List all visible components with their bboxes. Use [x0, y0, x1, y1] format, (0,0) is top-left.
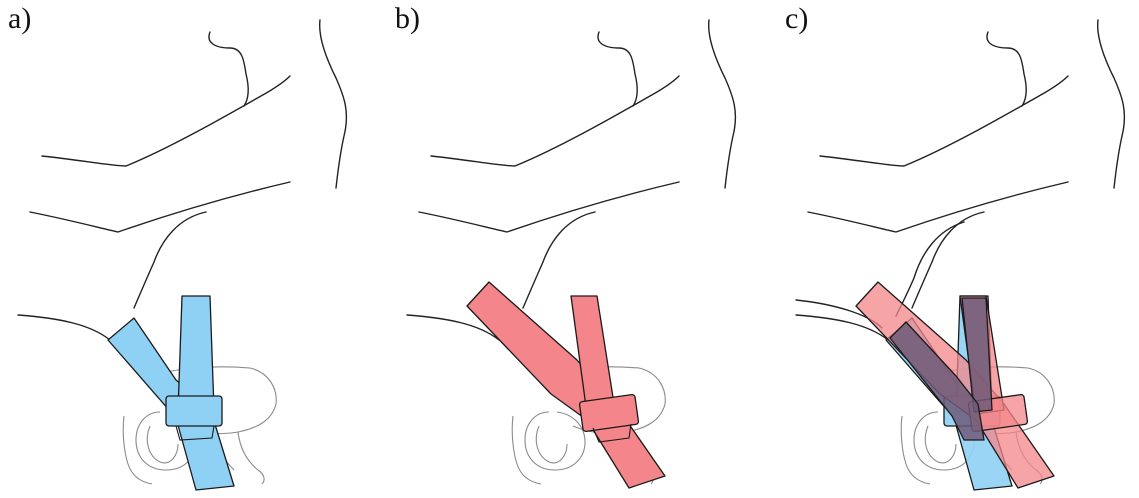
body-outline: [18, 20, 346, 340]
seatbelt-b: [467, 282, 665, 488]
panel-b: [407, 20, 735, 488]
panel-a: [18, 20, 346, 490]
panel-c: [796, 20, 1124, 490]
belt-buckle: [166, 396, 222, 426]
body-outline: [796, 20, 1124, 340]
shoulder-belt-strap: [178, 296, 214, 412]
body-outline: [407, 20, 735, 340]
lap-belt-strap: [467, 282, 665, 488]
torso-outline-shifted: [896, 222, 964, 316]
